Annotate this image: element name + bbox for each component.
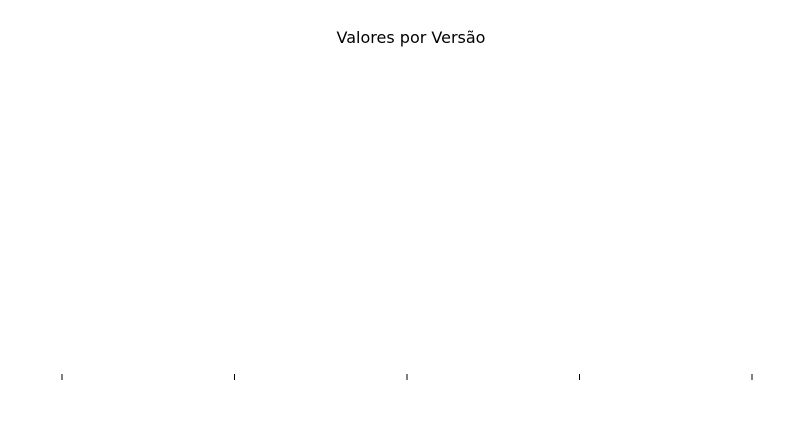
x-axis-ticks [61, 374, 753, 380]
chart-title: Valores por Versão [337, 28, 486, 47]
